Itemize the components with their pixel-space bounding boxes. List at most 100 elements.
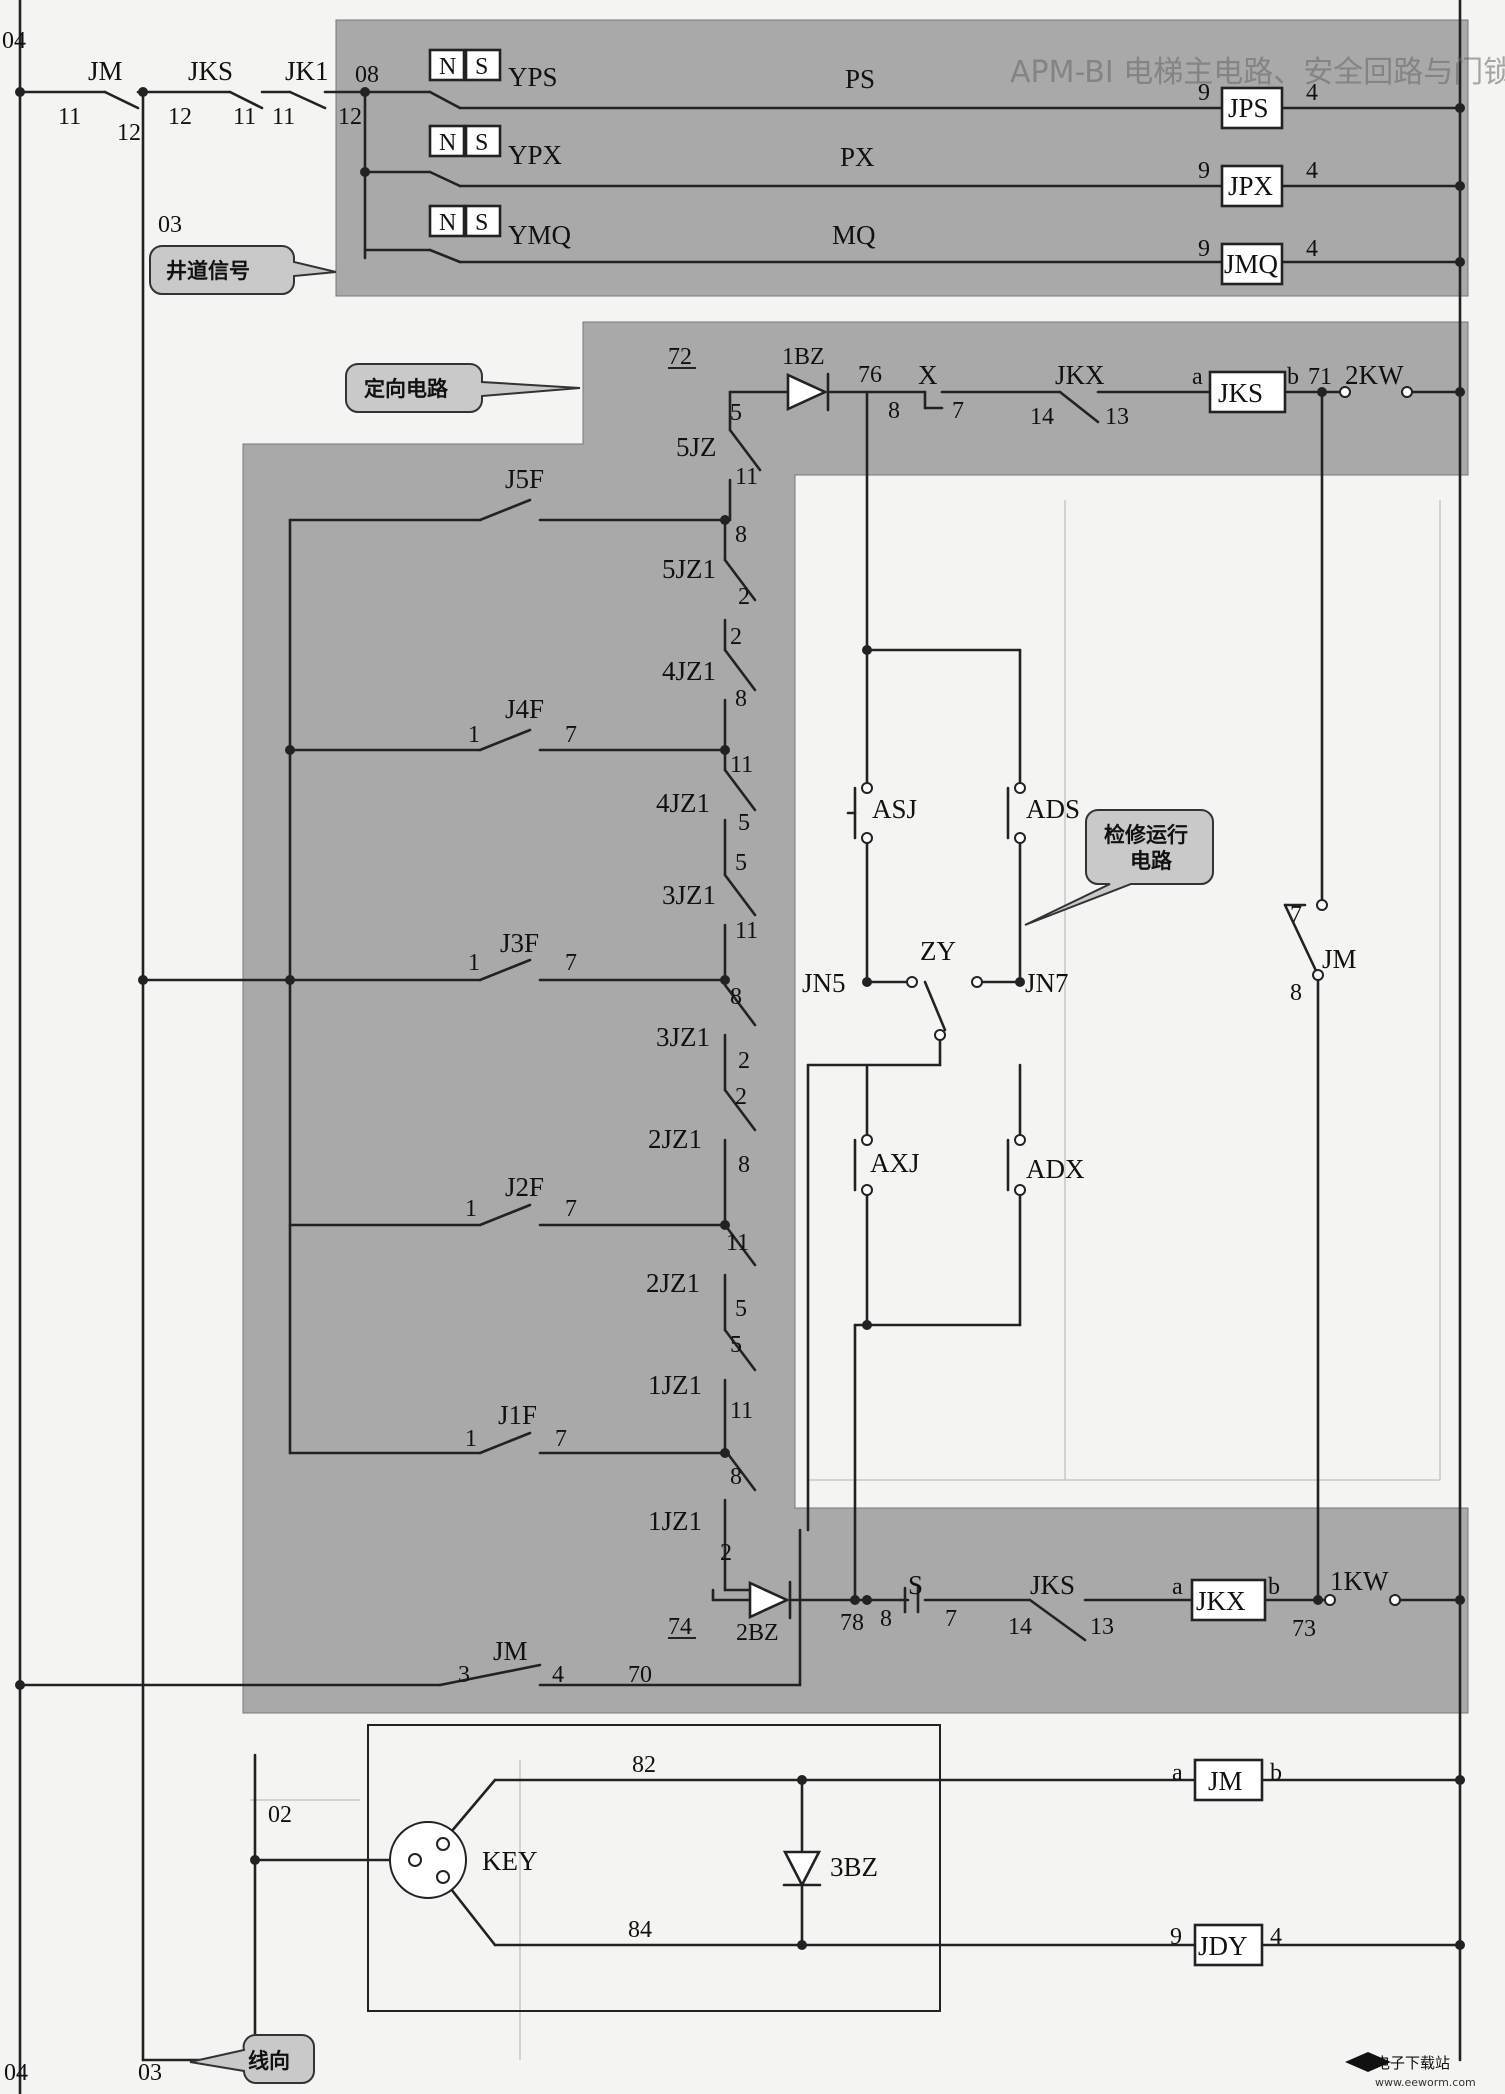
pin-1: 1 — [468, 950, 480, 976]
contact-label-5JZ1: 5JZ1 — [662, 554, 716, 584]
switch-YPS: YPS — [508, 62, 558, 92]
pin-11: 11 — [735, 464, 758, 490]
magnet-N: N — [439, 130, 456, 156]
diode-3BZ — [782, 1850, 822, 1888]
node-76: 76 — [858, 362, 882, 388]
pin-7: 7 — [945, 1606, 957, 1632]
node-74: 74 — [668, 1614, 692, 1640]
magnet-S: S — [475, 210, 488, 236]
switch-label-ZY: ZY — [920, 936, 956, 966]
pin-7: 7 — [1290, 902, 1302, 928]
pin-8: 8 — [880, 1606, 892, 1632]
line-label-03-top: 03 — [158, 212, 182, 238]
pin-8: 8 — [735, 686, 747, 712]
node-73: 73 — [1292, 1616, 1316, 1642]
contact-label-1JZ1: 1JZ1 — [648, 1370, 702, 1400]
pin-13: 13 — [1105, 404, 1129, 430]
coil-text-JKS: JKS — [1218, 378, 1263, 408]
contact-label-JM-right: JM — [1322, 944, 1357, 974]
labels: 04 04 03 03 02 JM JKS JK1 11 12 12 11 11… — [2, 28, 1505, 2089]
coil-JKS — [1208, 370, 1287, 414]
pin-7: 7 — [565, 722, 577, 748]
contact-label-4JZ1: 4JZ1 — [662, 656, 716, 686]
callout-maintenance-line2: 电路 — [1130, 849, 1173, 873]
pin-3: 3 — [458, 1662, 470, 1688]
diode-label-3BZ: 3BZ — [830, 1852, 878, 1882]
contact-label-JM: JM — [88, 56, 123, 86]
pin-11: 11 — [730, 1398, 753, 1424]
shaded-regions — [242, 19, 1469, 1714]
pin-5: 5 — [730, 400, 742, 426]
pin-8: 8 — [738, 1152, 750, 1178]
pin-8: 8 — [735, 522, 747, 548]
watermark-url: www.eeworm.com — [1375, 2076, 1476, 2089]
contact-label-4JZ1b: 4JZ1 — [656, 788, 710, 818]
contact-label-X: X — [918, 360, 938, 390]
contact-label-2JZ1b: 2JZ1 — [646, 1268, 700, 1298]
pin-14: 14 — [1030, 404, 1054, 430]
pin-5: 5 — [738, 810, 750, 836]
pin-a: a — [1192, 364, 1203, 390]
coil-JPX — [1220, 164, 1284, 208]
contact-label-JM-bottom: JM — [493, 1636, 528, 1666]
wire-PX: PX — [840, 142, 875, 172]
coil-text-JPX: JPX — [1228, 171, 1274, 201]
coil-text-JKX: JKX — [1196, 1586, 1246, 1616]
contact-label-5JZ: 5JZ — [676, 432, 717, 462]
contact-label-3JZ1: 3JZ1 — [662, 880, 716, 910]
button-label-ASJ: ASJ — [872, 794, 917, 824]
pin-2: 2 — [735, 1084, 747, 1110]
pin-9: 9 — [1198, 158, 1210, 184]
pin-2: 2 — [720, 1540, 732, 1566]
magnet-N: N — [439, 210, 456, 236]
graduation-cap-icon — [1345, 2052, 1391, 2072]
line-label-03-bottom: 03 — [138, 2060, 162, 2086]
magnet-S: S — [475, 54, 488, 80]
pin-9: 9 — [1198, 236, 1210, 262]
pin-5: 5 — [735, 1296, 747, 1322]
line-label-02: 02 — [268, 1802, 292, 1828]
diode-2BZ — [748, 1580, 791, 1620]
contact-label-J3F: J3F — [500, 928, 539, 958]
switch-label-1KW: 1KW — [1330, 1566, 1389, 1596]
contact-label-S: S — [908, 1570, 923, 1600]
button-label-ADX: ADX — [1026, 1154, 1085, 1184]
pin-13: 13 — [1090, 1614, 1114, 1640]
pin-1: 1 — [465, 1196, 477, 1222]
pin-1: 1 — [465, 1426, 477, 1452]
node-72: 72 — [668, 344, 692, 370]
pin-11: 11 — [730, 752, 753, 778]
pin-7: 7 — [565, 1196, 577, 1222]
contact-label-JKS-bottom: JKS — [1030, 1570, 1075, 1600]
pin-4: 4 — [1270, 1924, 1282, 1950]
switch-YMQ: YMQ — [508, 220, 572, 250]
pin-2: 2 — [738, 584, 750, 610]
pin-8: 8 — [888, 398, 900, 424]
pin-11: 11 — [726, 1230, 749, 1256]
pin-14: 14 — [1008, 1614, 1032, 1640]
relay-coils — [1190, 86, 1287, 1967]
coil-JDY — [1193, 1923, 1264, 1967]
callout-direction-circuit: 定向电路 — [364, 377, 449, 401]
pin-7: 7 — [952, 398, 964, 424]
wiring — [18, 0, 1462, 2094]
coil-text-JM: JM — [1208, 1766, 1243, 1796]
pin-4: 4 — [1306, 236, 1318, 262]
contact-label-3JZ1b: 3JZ1 — [656, 1022, 710, 1052]
region-direction-circuit — [242, 321, 1469, 1714]
terminal-label-JN7: JN7 — [1025, 968, 1069, 998]
coil-JPS — [1220, 86, 1284, 130]
terminal-label-JN5: JN5 — [802, 968, 846, 998]
magnet-S: S — [475, 130, 488, 156]
diode-label-1BZ: 1BZ — [782, 344, 825, 370]
magnet-N: N — [439, 54, 456, 80]
node-84: 84 — [628, 1917, 652, 1943]
partial-title: APM-BI 电梯主电路、安全回路与门锁 — [1010, 55, 1505, 90]
pin-5: 5 — [730, 1332, 742, 1358]
pin-4: 4 — [1306, 80, 1318, 106]
pushbuttons — [846, 786, 1010, 1192]
contact-label-JKX: JKX — [1055, 360, 1105, 390]
pin-12: 12 — [338, 104, 362, 130]
callout-shaft-signal: 井道信号 — [166, 259, 250, 283]
pin-8: 8 — [1290, 980, 1302, 1006]
